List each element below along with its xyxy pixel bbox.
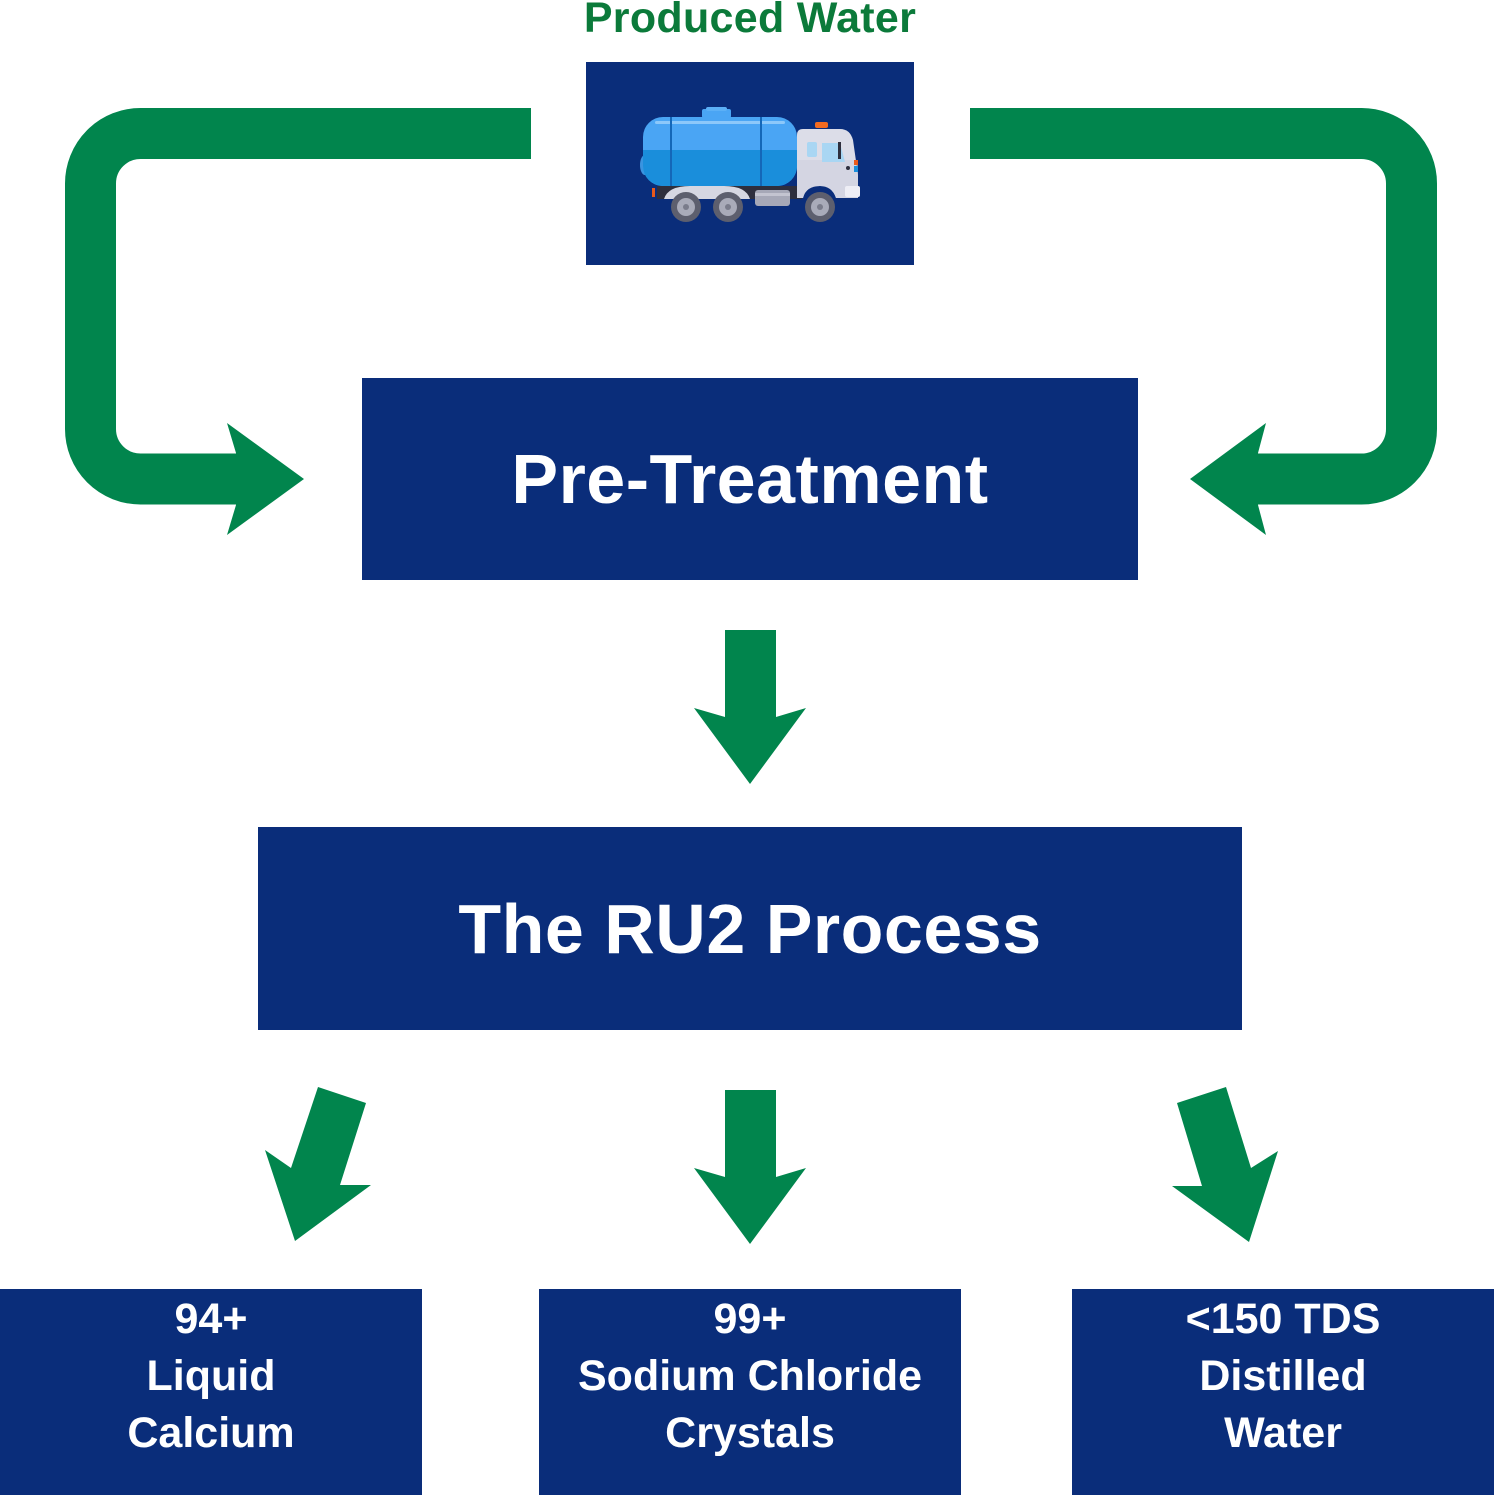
output-distilled-water-box: <150 TDS Distilled Water (1072, 1289, 1494, 1495)
left-loop-arrow (65, 108, 531, 535)
arrow-to-distilled-water (1172, 1087, 1278, 1242)
ru2-process-label: The RU2 Process (458, 889, 1042, 968)
right-loop-arrow (970, 108, 1437, 535)
down-arrow-to-ru2 (694, 630, 806, 784)
output-liquid-calcium-box: 94+ Liquid Calcium (0, 1289, 422, 1495)
output-value: 94+ (174, 1295, 248, 1343)
produced-water-title: Produced Water (583, 0, 917, 42)
output-label-line: Liquid (146, 1352, 276, 1400)
wheel (671, 192, 701, 222)
pre-treatment-box: Pre-Treatment (362, 378, 1138, 580)
output-label-line: Water (1224, 1409, 1342, 1457)
wheel (805, 192, 835, 222)
output-value: 99+ (713, 1295, 787, 1343)
output-label-line: Calcium (127, 1409, 295, 1457)
pre-treatment-label: Pre-Treatment (511, 440, 989, 518)
wheel (713, 192, 743, 222)
output-label-line: Sodium Chloride (578, 1352, 922, 1400)
tanker-truck-icon (640, 107, 860, 222)
output-label-line: Distilled (1199, 1352, 1367, 1400)
output-label-line: Crystals (665, 1409, 835, 1457)
output-value: <150 TDS (1185, 1295, 1381, 1343)
ru2-process-box: The RU2 Process (258, 827, 1242, 1030)
arrow-to-sodium-chloride (694, 1090, 806, 1244)
output-sodium-chloride-box: 99+ Sodium Chloride Crystals (539, 1289, 961, 1495)
arrow-to-liquid-calcium (265, 1087, 371, 1241)
